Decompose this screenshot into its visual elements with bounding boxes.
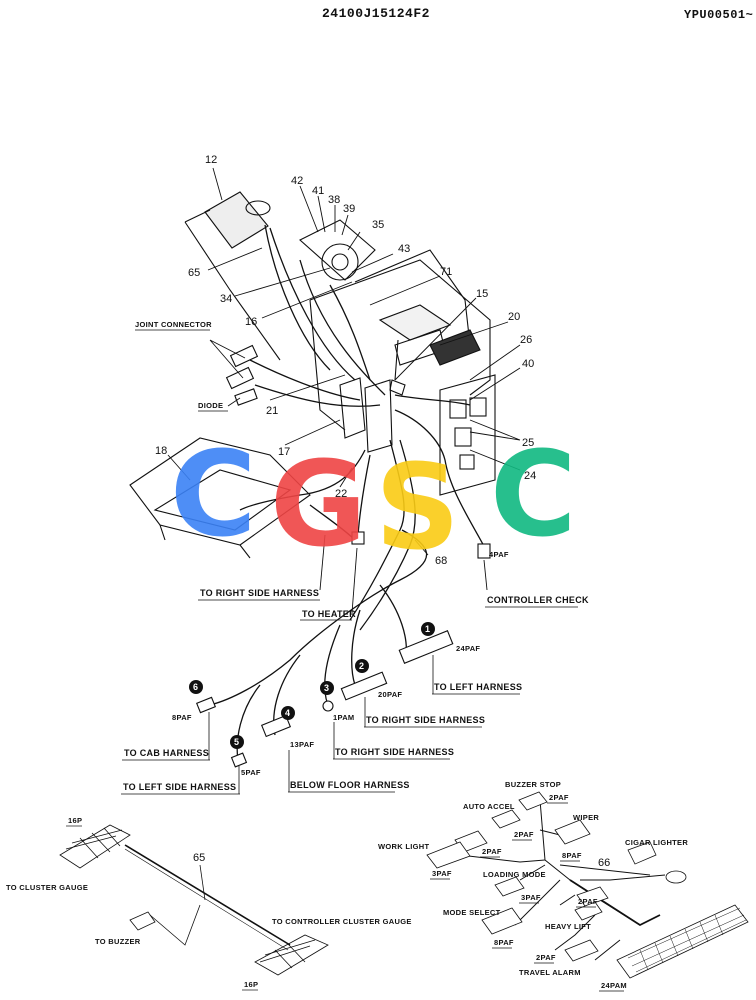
conn-16p-bottom: 16P — [244, 980, 258, 989]
buzzer-stop-label: BUZZER STOP — [505, 780, 561, 789]
leader-lines — [167, 167, 521, 614]
marker-3: 3 — [324, 683, 329, 693]
serial-code: YPU00501~ — [684, 8, 754, 22]
marker-2: 2 — [359, 661, 364, 671]
code-work-light-2: 3PAF — [432, 869, 452, 878]
part-num-20: 20 — [508, 311, 520, 323]
mode-select-label: MODE SELECT — [443, 908, 501, 917]
code-auto-accel: 2PAF — [514, 830, 534, 839]
conn-code-3: 1PAM — [333, 713, 354, 722]
part-num-39: 39 — [343, 203, 355, 215]
conn-label-5: TO LEFT SIDE HARNESS — [123, 782, 236, 792]
part-number-labels: 12 42 41 38 39 35 43 65 34 16 71 15 20 2… — [155, 154, 536, 567]
marker-5: 5 — [234, 737, 239, 747]
marker-1: 1 — [425, 624, 430, 634]
code-heavy-lift: 2PAF — [578, 897, 598, 906]
code-mode-select: 8PAF — [494, 938, 514, 947]
part-num-12: 12 — [205, 154, 217, 166]
to-buzzer-label: TO BUZZER — [95, 937, 141, 946]
cigar-lighter-label: CIGAR LIGHTER — [625, 838, 688, 847]
part-num-34: 34 — [220, 293, 232, 305]
code-wiper: 8PAF — [562, 851, 582, 860]
conn-label-4: BELOW FLOOR HARNESS — [290, 780, 410, 790]
part-num-26: 26 — [520, 334, 532, 346]
to-right-side-harness-top-label: TO RIGHT SIDE HARNESS — [200, 588, 319, 598]
work-light-label: WORK LIGHT — [378, 842, 429, 851]
travel-alarm-label: TRAVEL ALARM — [519, 968, 581, 977]
code-buzzer-stop: 2PAF — [549, 793, 569, 802]
conn-label-2: TO RIGHT SIDE HARNESS — [366, 715, 485, 725]
loading-mode-label: LOADING MODE — [483, 870, 546, 879]
code-work-light: 2PAF — [482, 847, 502, 856]
part-num-66: 66 — [598, 857, 610, 869]
part-num-71: 71 — [440, 266, 452, 278]
to-controller-cluster-label: TO CONTROLLER CLUSTER GAUGE — [272, 917, 412, 926]
diode-label: DIODE — [198, 401, 223, 410]
to-heater-label: TO HEATER — [302, 609, 356, 619]
conn-code-6: 8PAF — [172, 713, 192, 722]
harness-connectors — [195, 531, 491, 768]
watermark-letter-g: G — [270, 435, 367, 573]
part-num-43: 43 — [398, 243, 410, 255]
joint-connector-label: JOINT CONNECTOR — [135, 320, 212, 329]
part-num-41: 41 — [312, 185, 324, 197]
marker-4: 4 — [285, 708, 290, 718]
code-loading-mode: 3PAF — [521, 893, 541, 902]
controller-check-label: CONTROLLER CHECK — [487, 595, 589, 605]
conn-code-1: 24PAF — [456, 644, 480, 653]
part-num-38: 38 — [328, 194, 340, 206]
part-num-40: 40 — [522, 358, 534, 370]
conn-label-1: TO LEFT HARNESS — [434, 682, 522, 692]
conn-code-5: 5PAF — [241, 768, 261, 777]
harness-66-assembly: 66 BUZZER STOP AUTO ACCEL WIPER CIGAR LI… — [378, 780, 749, 992]
conn-code-4: 13PAF — [290, 740, 314, 749]
code-main-connector: 24PAM — [601, 981, 627, 990]
part-num-16: 16 — [245, 316, 257, 328]
marker-6: 6 — [193, 682, 198, 692]
drawing-code: 24100J15124F2 — [322, 6, 430, 21]
harness-markers: 1 2 3 4 5 6 — [189, 622, 435, 749]
part-num-18: 18 — [155, 445, 167, 457]
part-num-65: 65 — [188, 267, 200, 279]
cab-assembly — [129, 191, 496, 559]
wiper-label: WIPER — [573, 813, 599, 822]
part-num-15: 15 — [476, 288, 488, 300]
harness-connector-labels: 24PAF TO LEFT HARNESS 20PAF TO RIGHT SID… — [121, 644, 522, 795]
code-travel-alarm: 2PAF — [536, 953, 556, 962]
part-num-17: 17 — [278, 446, 290, 458]
part-num-25: 25 — [522, 437, 534, 449]
upper-labels: JOINT CONNECTOR DIODE TO RIGHT SIDE HARN… — [135, 320, 589, 621]
part-num-35: 35 — [372, 219, 384, 231]
watermark-letter-c1: C — [170, 425, 257, 563]
conn-16p-top: 16P — [68, 816, 82, 825]
conn-code-2: 20PAF — [378, 690, 402, 699]
auto-accel-label: AUTO ACCEL — [463, 802, 515, 811]
conn-label-6: TO CAB HARNESS — [124, 748, 209, 758]
part-num-42: 42 — [291, 175, 303, 187]
heavy-lift-label: HEAVY LIFT — [545, 922, 591, 931]
cable-65-assembly: 65 16P 16P TO CLUSTER GAUGE TO BUZZER TO… — [6, 816, 412, 991]
part-num-22: 22 — [335, 488, 347, 500]
part-num-68: 68 — [435, 555, 447, 567]
to-cluster-gauge-label: TO CLUSTER GAUGE — [6, 883, 88, 892]
watermark-letter-c2: C — [490, 425, 577, 563]
conn-label-3: TO RIGHT SIDE HARNESS — [335, 747, 454, 757]
watermark: C G S C — [170, 425, 577, 576]
part-num-21: 21 — [266, 405, 278, 417]
part-num-24: 24 — [524, 470, 536, 482]
conn-4paf-label: 4PAF — [489, 550, 509, 559]
part-num-65-lower: 65 — [193, 852, 205, 864]
watermark-letter-s: S — [375, 438, 460, 576]
